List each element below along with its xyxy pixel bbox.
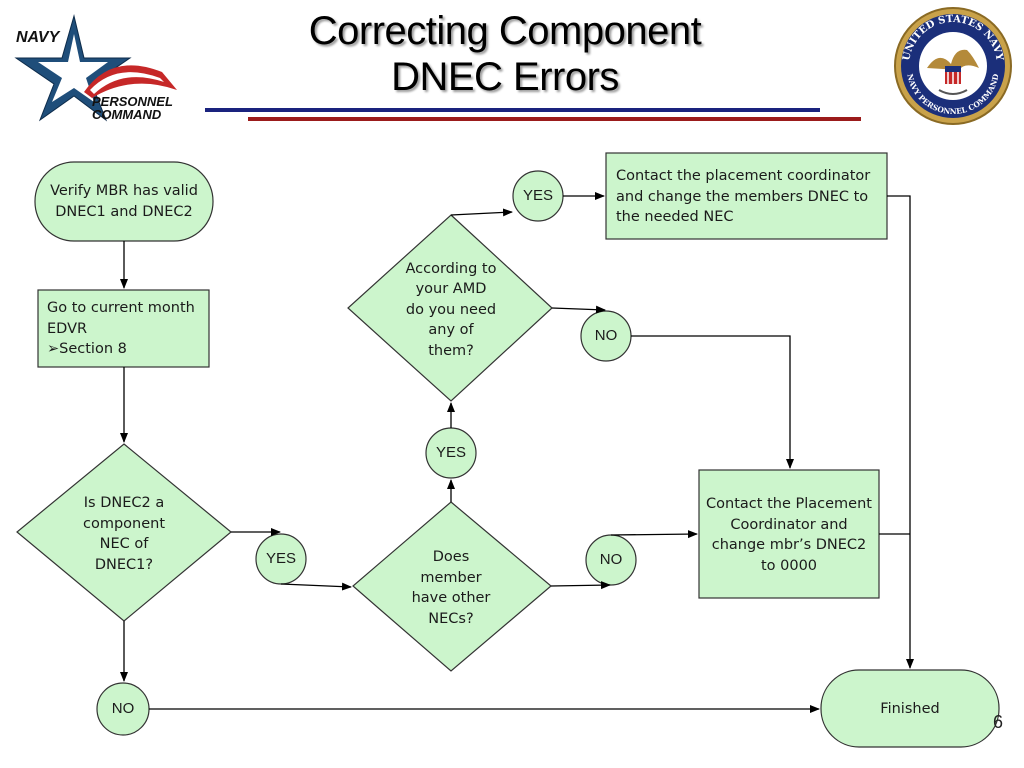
decision-other-necs[interactable]: Does member have other NECs? <box>405 535 497 641</box>
contact-zero-label: Contact the Placement Coordinator and ch… <box>706 496 872 574</box>
finished-node[interactable]: Finished <box>835 695 985 723</box>
yes-circle-3[interactable]: YES <box>522 186 553 204</box>
contact-needed-shape <box>605 152 888 240</box>
connector-decision3-to-no <box>551 305 606 314</box>
title-rule-red <box>248 117 861 121</box>
navy-personnel-command-logo: NAVY PERSONNEL COMMAND <box>12 12 182 122</box>
contact-zero-node[interactable]: Contact the Placement Coordinator and ch… <box>705 482 873 588</box>
contact-zero-shape <box>698 469 880 599</box>
finished-node-shape <box>820 669 1000 748</box>
connector-no2-to-contact-zero <box>610 530 698 539</box>
decision-component-label: Is DNEC2 a component NEC of DNEC1? <box>82 495 166 573</box>
svg-text:NAVY: NAVY <box>16 29 61 46</box>
connector-decision3-to-yes <box>450 208 513 217</box>
decision-other-necs-label: Does member have other NECs? <box>411 549 491 627</box>
no-circle-3[interactable]: NO <box>594 326 618 344</box>
edvr-bullet-section: ➢Section 8 <box>47 341 127 357</box>
decision-amd-label: According to your AMD do you need any of… <box>405 260 497 359</box>
connector-yes-to-decision2 <box>280 582 352 591</box>
svg-text:PERSONNEL: PERSONNEL <box>92 94 173 109</box>
contact-needed-label: Contact the placement coordinator and ch… <box>616 168 871 225</box>
no-circle-1[interactable]: NO <box>111 699 135 717</box>
connector-no-to-contact-zero <box>631 335 794 469</box>
decision-amd[interactable]: According to your AMD do you need any of… <box>405 247 497 373</box>
yes-circle-2[interactable]: YES <box>435 443 466 461</box>
decision-component-nec[interactable]: Is DNEC2 a component NEC of DNEC1? <box>72 490 176 578</box>
slide-title: Correcting Component DNEC Errors <box>250 8 760 100</box>
navy-personnel-command-seal: UNITED STATES NAVY NAVY PERSONNEL COMMAN… <box>893 6 1013 126</box>
eagle-icon <box>927 49 979 70</box>
title-line-2: DNEC Errors <box>391 55 619 99</box>
connector-decision2-to-no <box>550 581 611 590</box>
page-number: 6 <box>993 712 1004 732</box>
anchor-icon <box>938 89 968 95</box>
title-line-1: Correcting Component <box>308 9 702 53</box>
edvr-node-shape <box>37 289 210 368</box>
no-circle-2[interactable]: NO <box>599 550 623 568</box>
edvr-line-1: Go to current month <box>47 300 195 316</box>
finished-label: Finished <box>880 700 940 717</box>
decision-other-necs-shape <box>352 501 552 672</box>
edvr-node[interactable]: Go to current month EDVR ➢Section 8 <box>47 298 212 364</box>
title-rule-blue <box>205 108 820 112</box>
decision-amd-shape <box>347 214 553 402</box>
start-node[interactable]: Verify MBR has valid DNEC1 and DNEC2 <box>50 164 198 239</box>
start-node-label: Verify MBR has valid DNEC1 and DNEC2 <box>50 183 198 220</box>
edvr-line-2: EDVR <box>47 320 88 337</box>
svg-text:COMMAND: COMMAND <box>92 107 162 122</box>
yes-circle-1[interactable]: YES <box>265 549 296 567</box>
connector-contact-needed-to-finished <box>887 195 914 669</box>
contact-needed-node[interactable]: Contact the placement coordinator and ch… <box>616 166 886 232</box>
